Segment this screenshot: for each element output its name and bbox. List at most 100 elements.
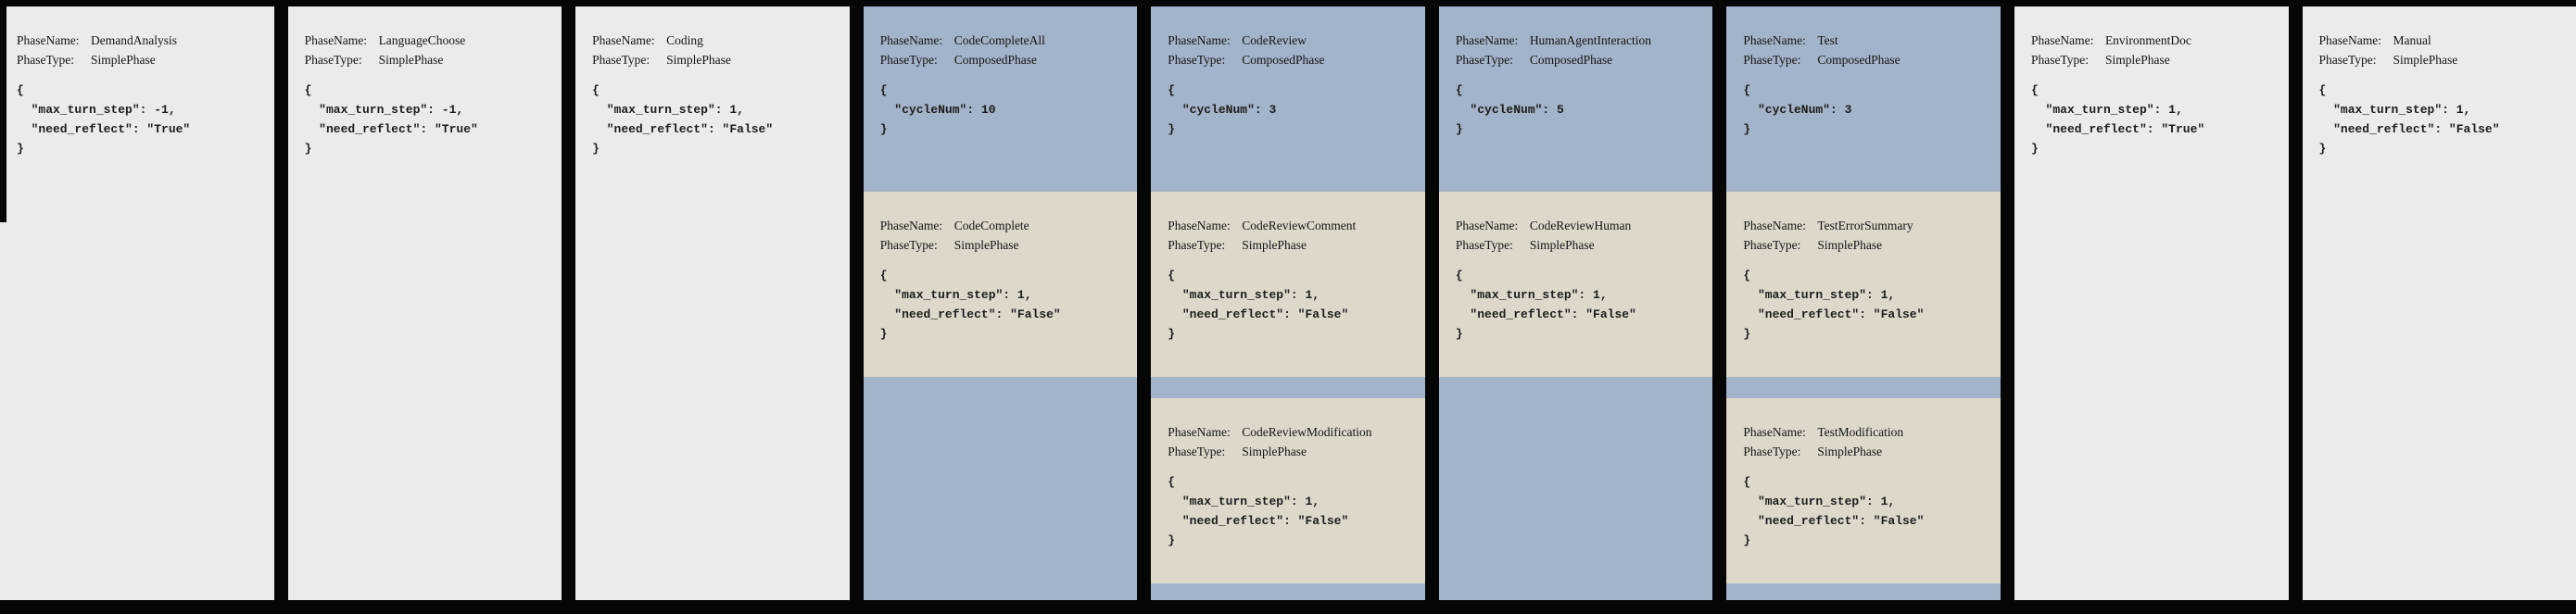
phase-type-line: PhaseType: SimplePhase xyxy=(880,235,1121,255)
card-code-review-comment: PhaseName:CodeReviewComment PhaseType:Si… xyxy=(1151,192,1425,344)
phase-type-label: PhaseType: xyxy=(879,238,938,252)
phase-name-label: PhaseName: xyxy=(1455,33,1519,47)
phase-type-value: SimplePhase xyxy=(378,53,444,67)
phase-name-label: PhaseName: xyxy=(879,219,943,232)
phase-type-line: PhaseType:SimplePhase xyxy=(2319,50,2560,69)
phase-column-demand-analysis: PhaseName:DemandAnalysis PhaseType:Simpl… xyxy=(0,6,274,600)
phase-name-line: PhaseName: CodeReviewModification xyxy=(1168,422,1408,442)
composed-filler xyxy=(1151,583,1425,600)
composed-header-section: PhaseName:Test PhaseType:ComposedPhase {… xyxy=(1726,6,2001,192)
phase-type-value: SimplePhase xyxy=(1817,238,1883,252)
phase-config-json: { "cycleNum": 3 } xyxy=(1743,83,1852,136)
phase-type-line: PhaseType: SimplePhase xyxy=(592,50,833,69)
phase-column-language-choose: PhaseName: LanguageChoose PhaseType: Simpl… xyxy=(287,6,562,600)
phase-type-line: PhaseType:SimplePhase xyxy=(1456,235,1697,255)
phase-name-line: PhaseName: CodeReviewComment xyxy=(1168,216,1408,235)
phase-name-value: CodeCompleteAll xyxy=(953,33,1045,47)
phase-name-label: PhaseName: xyxy=(592,33,655,47)
phase-type-value: ComposedPhase xyxy=(1242,53,1325,67)
phase-name-line: PhaseName:TestErrorSummary xyxy=(1743,216,1984,235)
phase-config-json: { "max_turn_step": 1, "need_reflect": "F… xyxy=(1168,269,1349,341)
phase-config-json: { "max_turn_step": 1, "need_reflect": "F… xyxy=(1743,269,1925,341)
phase-config-json: { "cycleNum": 3 } xyxy=(1168,83,1277,136)
card-environment-doc: PhaseName: EnvironmentDoc PhaseType: Simpl… xyxy=(2014,6,2289,158)
phase-name-line: PhaseName: LanguageChoose xyxy=(305,31,546,50)
phase-name-label: PhaseName: xyxy=(1743,425,1806,439)
phase-config-json: { "max_turn_step": 1, "need_reflect": "F… xyxy=(1168,475,1349,547)
subphase-section: PhaseName:TestErrorSummary PhaseType:Sim… xyxy=(1726,192,2001,377)
phase-type-label: PhaseType: xyxy=(1455,53,1513,67)
phase-type-line: PhaseType:ComposedPhase xyxy=(1168,50,1408,69)
phase-config-json: { "max_turn_step": 1, "need_reflect": "F… xyxy=(879,269,1061,341)
phase-type-line: PhaseType:SimplePhase xyxy=(1743,235,1984,255)
card-code-review: PhaseName:CodeReview PhaseType:ComposedP… xyxy=(1151,6,1425,139)
phase-name-line: PhaseName:Coding xyxy=(592,31,833,50)
phase-name-label: PhaseName: xyxy=(1168,425,1231,439)
phase-type-line: PhaseType:SimplePhase xyxy=(1168,442,1408,461)
phase-type-value: SimplePhase xyxy=(1817,445,1883,458)
phase-config-json: { "max_turn_step": -1, "need_reflect": "… xyxy=(17,83,191,156)
phase-type-value: ComposedPhase xyxy=(953,53,1037,67)
phase-name-label: PhaseName: xyxy=(879,33,943,47)
phase-type-label: PhaseType: xyxy=(1743,53,1801,67)
phase-name-label: PhaseName: xyxy=(1168,219,1231,232)
phase-type-value: SimplePhase xyxy=(2104,53,2170,67)
subphase-section: PhaseName:CodeReviewHuman PhaseType:Simp… xyxy=(1438,192,1713,377)
subphase-section: PhaseName:CodeComplete PhaseType: SimpleP… xyxy=(863,192,1138,377)
phase-name-label: PhaseName: xyxy=(1743,219,1806,232)
phase-name-value: CodeReviewModification xyxy=(1242,425,1372,439)
phase-type-label: PhaseType: xyxy=(1743,445,1801,458)
phase-type-value: ComposedPhase xyxy=(1529,53,1613,67)
phase-column-test: PhaseName:Test PhaseType:ComposedPhase {… xyxy=(1726,6,2001,600)
phase-type-line: PhaseType: SimplePhase xyxy=(305,50,546,69)
phase-name-line: PhaseName:CodeComplete xyxy=(880,216,1121,235)
phase-name-line: PhaseName:Test xyxy=(1743,31,1984,50)
phase-type-label: PhaseType: xyxy=(2030,53,2089,67)
phase-column-human-agent-interaction: PhaseName: HumanAgentInteraction PhaseTyp… xyxy=(1438,6,1713,600)
phase-type-value: SimplePhase xyxy=(91,53,156,67)
phase-name-line: PhaseName: CodeCompleteAll xyxy=(880,31,1121,50)
phase-name-value: TestModification xyxy=(1817,425,1904,439)
phase-column-environment-doc: PhaseName: EnvironmentDoc PhaseType: Simpl… xyxy=(2014,6,2289,600)
phase-type-label: PhaseType: xyxy=(592,53,650,67)
phase-type-label: PhaseType: xyxy=(304,53,362,67)
composed-header-section: PhaseName: HumanAgentInteraction PhaseTyp… xyxy=(1439,6,1713,192)
phase-name-value: HumanAgentInteraction xyxy=(1529,33,1652,47)
phase-name-label: PhaseName: xyxy=(304,33,368,47)
card-test: PhaseName:Test PhaseType:ComposedPhase {… xyxy=(1726,6,2001,139)
card-code-review-human: PhaseName:CodeReviewHuman PhaseType:Simp… xyxy=(1439,192,1713,344)
phase-name-value: EnvironmentDoc xyxy=(2104,33,2191,47)
phase-name-line: PhaseName:DemandAnalysis xyxy=(17,31,258,50)
phase-name-line: PhaseName:CodeReviewHuman xyxy=(1456,216,1697,235)
card-language-choose: PhaseName: LanguageChoose PhaseType: Simpl… xyxy=(288,6,562,158)
phase-name-line: PhaseName:CodeReview xyxy=(1168,31,1408,50)
phase-name-value: Manual xyxy=(2393,33,2431,47)
composed-header-section: PhaseName:CodeCompleteAll PhaseType:Comp… xyxy=(864,6,1138,192)
composed-filler xyxy=(1726,583,2001,600)
card-code-complete-all: PhaseName:CodeCompleteAll PhaseType:Comp… xyxy=(864,6,1138,139)
phase-config-json: { "max_turn_step": 1, "need_reflect": "T… xyxy=(2030,83,2205,156)
phase-name-value: LanguageChoose xyxy=(378,33,466,47)
phase-name-label: PhaseName: xyxy=(1455,219,1519,232)
phase-type-value: SimplePhase xyxy=(666,53,731,67)
phase-type-line: PhaseType:ComposedPhase xyxy=(1743,50,1984,69)
phase-config-json: { "max_turn_step": 1, "need_reflect": "F… xyxy=(1455,269,1636,341)
phase-name-label: PhaseName: xyxy=(2318,33,2381,47)
subphase-section: PhaseName: TestModification PhaseType: Sim… xyxy=(1726,398,2001,583)
composed-divider xyxy=(1151,377,1425,398)
composed-header-section: PhaseName:CodeReview PhaseType:ComposedP… xyxy=(1151,6,1425,192)
phase-type-line: PhaseType: SimplePhase xyxy=(2031,50,2272,69)
phase-config-json: { "max_turn_step": 1, "need_reflect": "F… xyxy=(1743,475,1925,547)
card-coding: PhaseName:Coding PhaseType:SimplePhase {… xyxy=(575,6,850,158)
phase-name-value: Test xyxy=(1817,33,1838,47)
phase-name-value: CodeReviewComment xyxy=(1242,219,1357,232)
phase-type-value: SimplePhase xyxy=(953,238,1019,252)
card-human-agent-interaction: PhaseName: HumanAgentInteraction PhaseTyp… xyxy=(1439,6,1713,139)
composed-filler xyxy=(1439,377,1713,600)
card-test-error-summary: PhaseName:TestErrorSummary PhaseType:Sim… xyxy=(1726,192,2001,344)
phase-type-line: PhaseType: SimplePhase xyxy=(1743,442,1984,461)
phase-type-line: PhaseType: ComposedPhase xyxy=(1456,50,1697,69)
phase-name-label: PhaseName: xyxy=(2030,33,2094,47)
phase-config-json: { "max_turn_step": -1, "need_reflect": "… xyxy=(304,83,478,156)
